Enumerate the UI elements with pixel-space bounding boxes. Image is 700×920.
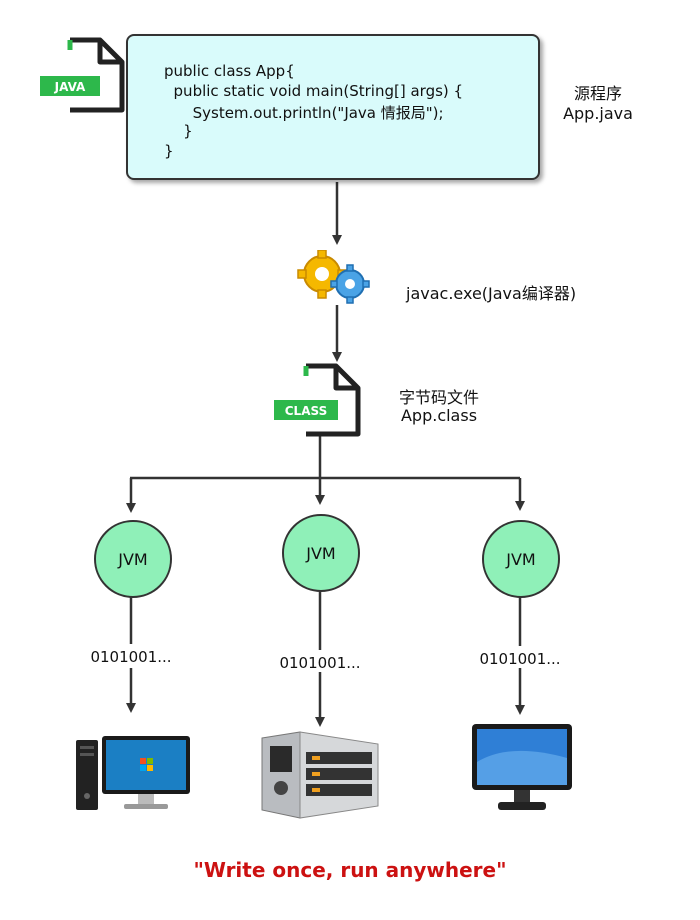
machine-code-label-2: 0101001... xyxy=(265,654,375,672)
jvm-node-3: JVM xyxy=(482,520,560,598)
server-icon xyxy=(261,731,379,819)
java-file-icon: JAVA xyxy=(40,37,125,113)
bytecode-label-filename: App.class xyxy=(400,406,478,425)
machine-code-label-3: 0101001... xyxy=(465,650,575,668)
class-badge-text: CLASS xyxy=(285,404,328,418)
class-file-icon: CLASS xyxy=(274,363,361,437)
compiler-label: javac.exe(Java编译器) xyxy=(406,284,577,303)
source-code-box: public class App{ public static void mai… xyxy=(126,34,540,180)
jvm-node-2: JVM xyxy=(282,514,360,592)
jvm-node-1: JVM xyxy=(94,520,172,598)
compiler-gears-icon xyxy=(297,250,370,304)
code-line-1: public class App{ xyxy=(164,62,295,80)
code-line-2: public static void main(String[] args) { xyxy=(164,82,464,100)
mac-monitor-icon xyxy=(472,724,572,810)
code-line-5: } xyxy=(164,142,174,160)
windows-pc-icon xyxy=(76,736,190,810)
machine-code-label-1: 0101001... xyxy=(76,648,186,666)
slogan-text: "Write once, run anywhere" xyxy=(193,858,507,882)
bytecode-label-title: 字节码文件 xyxy=(398,388,479,407)
code-line-3: System.out.println("Java 情报局"); xyxy=(164,104,444,122)
java-badge-text: JAVA xyxy=(54,80,86,94)
source-label-filename: App.java xyxy=(563,104,633,123)
code-line-4: } xyxy=(164,122,193,140)
source-label-title: 源程序 xyxy=(573,84,622,103)
